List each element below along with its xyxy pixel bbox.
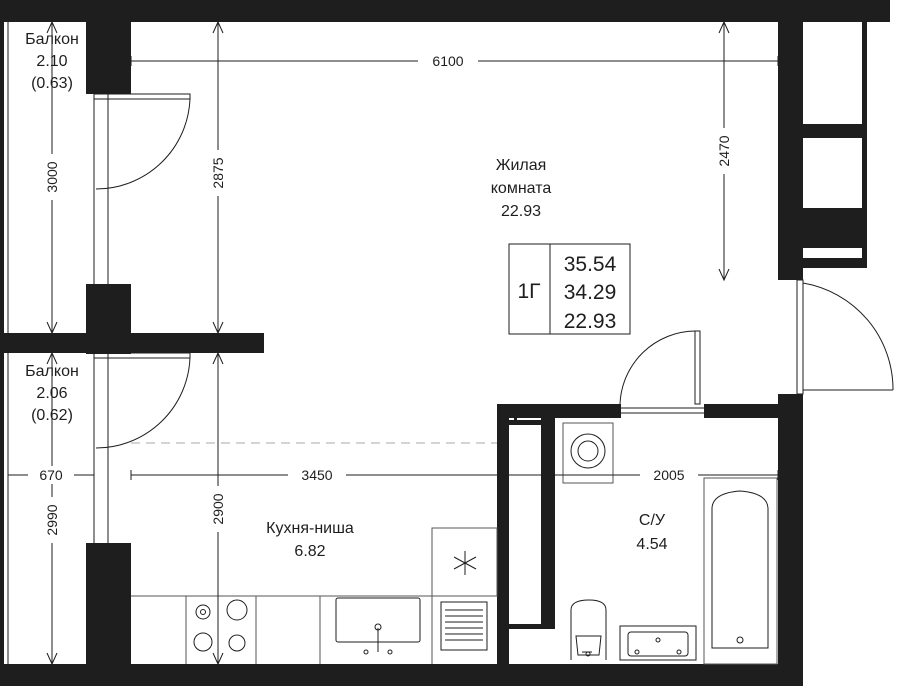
bathtub-icon (703, 477, 778, 665)
dishwasher-icon (440, 601, 488, 651)
dim-balcony2-width: 670 (39, 467, 63, 483)
fridge-snowflake-icon (453, 551, 477, 575)
living-room-name-2: комната (491, 180, 552, 197)
window-left (93, 94, 109, 543)
kitchen-area: 6.82 (294, 543, 325, 560)
dim-bath-width: 2005 (653, 467, 684, 483)
apartment-type: 1Г (517, 280, 540, 303)
balcony1-area: 2.10 (36, 53, 67, 70)
toilet-icon (570, 599, 607, 660)
dim-kitchen-height: 2900 (210, 493, 226, 524)
balcony2-area: 2.06 (36, 385, 67, 402)
living-room-name-1: Жилая (496, 157, 547, 174)
kitchen-counter (131, 527, 498, 664)
bathroom-name: С/У (639, 512, 666, 529)
dim-balcony1-length: 3000 (44, 161, 60, 192)
dim-living-height-right: 2470 (716, 135, 732, 166)
dim-kitchen-width: 3450 (301, 467, 332, 483)
total-area: 35.54 (564, 253, 617, 276)
living-room-area: 22.93 (501, 203, 541, 220)
dim-living-height-mid: 2875 (210, 157, 226, 188)
dim-width-top: 6100 (432, 53, 463, 69)
balcony2-reduced-area: (0.62) (31, 407, 73, 424)
balcony2-door (93, 352, 191, 449)
dim-balcony2-length: 2990 (44, 504, 60, 535)
kitchen-name: Кухня-ниша (266, 520, 354, 537)
balcony1-name: Балкон (25, 31, 79, 48)
room-area: 22.93 (564, 310, 617, 333)
sink-icon (335, 597, 421, 655)
balcony1-reduced-area: (0.63) (31, 75, 73, 92)
living-area-total: 34.29 (564, 281, 617, 304)
washbasin-icon (619, 625, 697, 661)
bathroom-door (619, 330, 704, 414)
entrance-door (796, 279, 894, 395)
balcony2-name: Балкон (25, 363, 79, 380)
balcony1-door (93, 93, 191, 190)
hob-icon (193, 599, 248, 652)
area-summary-box: 1Г 35.54 34.29 22.93 (508, 243, 631, 335)
bathroom-area: 4.54 (636, 536, 667, 553)
washing-machine-icon (562, 422, 614, 484)
